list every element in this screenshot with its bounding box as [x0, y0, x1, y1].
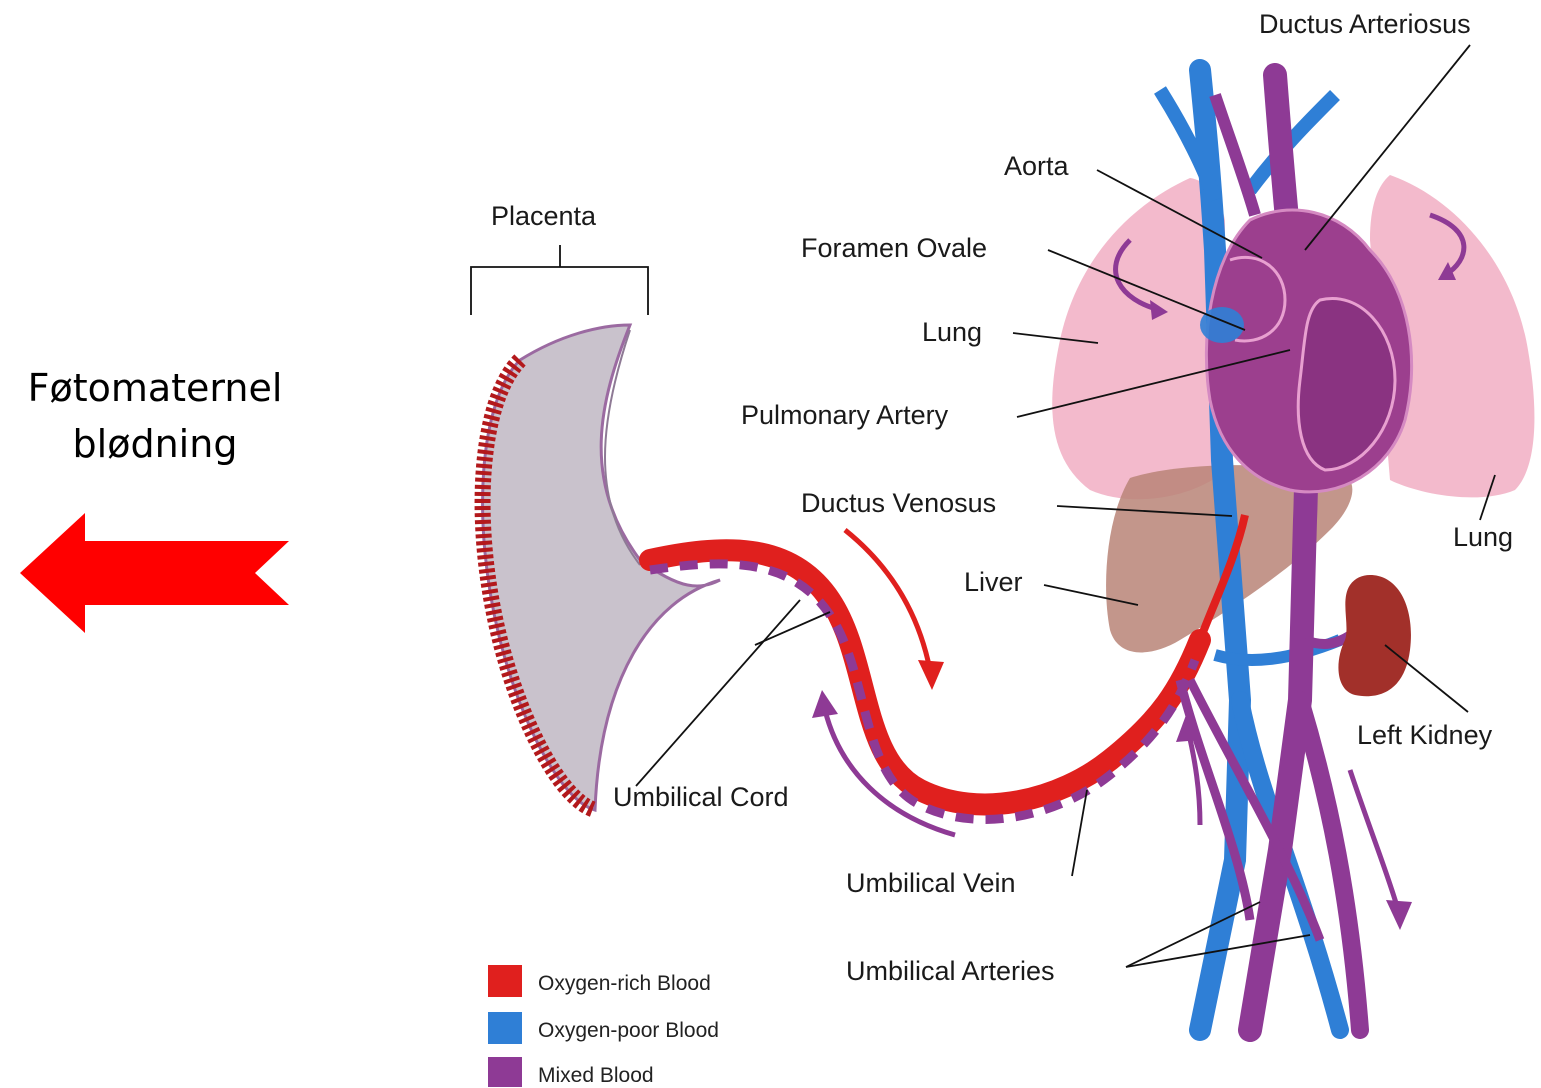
label-left-kidney: Left Kidney — [1357, 720, 1493, 750]
label-aorta: Aorta — [1004, 151, 1070, 181]
label-ductus-arteriosus: Ductus Arteriosus — [1259, 9, 1471, 39]
label-umbilical-cord: Umbilical Cord — [613, 782, 789, 812]
legend-label-mixed: Mixed Blood — [538, 1064, 654, 1087]
label-pulmonary-artery: Pulmonary Artery — [741, 400, 949, 430]
label-umbilical-arteries: Umbilical Arteries — [846, 956, 1055, 986]
label-placenta: Placenta — [491, 201, 597, 231]
legend-label-oxygen-rich: Oxygen-rich Blood — [538, 972, 711, 995]
legend: Oxygen-rich Blood Oxygen-poor Blood Mixe… — [488, 965, 719, 1087]
label-lung-right: Lung — [1453, 522, 1513, 552]
legend-swatch-oxygen-rich — [488, 965, 522, 997]
legend-swatch-mixed — [488, 1057, 522, 1087]
label-lung-left: Lung — [922, 317, 982, 347]
label-foramen-ovale: Foramen Ovale — [801, 233, 987, 263]
legend-swatch-oxygen-poor — [488, 1012, 522, 1044]
left-lung — [1052, 178, 1225, 499]
label-ductus-venosus: Ductus Venosus — [801, 488, 996, 518]
red-left-arrow-icon[interactable] — [20, 513, 289, 633]
label-umbilical-vein: Umbilical Vein — [846, 868, 1016, 898]
legend-label-oxygen-poor: Oxygen-poor Blood — [538, 1019, 719, 1042]
placenta-bracket — [471, 245, 648, 315]
left-kidney — [1338, 575, 1411, 696]
label-liver: Liver — [964, 567, 1023, 597]
